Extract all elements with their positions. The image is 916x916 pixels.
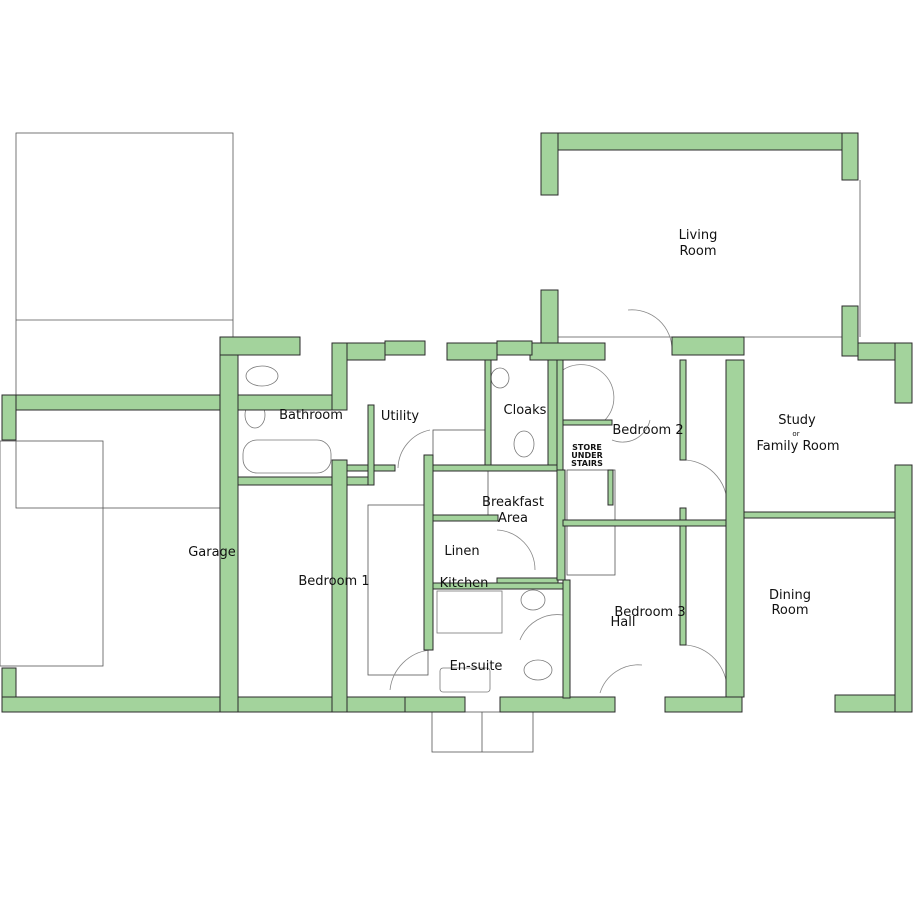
garage-label: Garage bbox=[188, 545, 236, 560]
linen-label: Linen bbox=[444, 544, 479, 559]
dining-label-2: Room bbox=[771, 603, 808, 618]
ensuite-label: En-suite bbox=[450, 659, 503, 674]
store-label-2: UNDER bbox=[571, 451, 602, 460]
study-label-3: Family Room bbox=[757, 439, 840, 454]
hall-label: Hall bbox=[611, 615, 636, 630]
breakfast-label-1: Breakfast bbox=[482, 495, 544, 510]
utility-label: Utility bbox=[381, 409, 420, 424]
bathroom-label: Bathroom bbox=[279, 408, 343, 423]
study-label-1: Study bbox=[778, 413, 816, 428]
breakfast-label-2: Area bbox=[498, 511, 528, 526]
walls bbox=[1, 132, 913, 713]
living-room-label-1: Living bbox=[679, 228, 718, 243]
store-label-1: STORE bbox=[572, 443, 602, 452]
bedroom-2-label: Bedroom 2 bbox=[612, 423, 683, 438]
door-swings bbox=[389, 309, 728, 694]
kitchen-label: Kitchen bbox=[440, 576, 489, 591]
room-labels: Living Room Garage Bathroom Utility Cloa… bbox=[188, 228, 839, 674]
dining-label-1: Dining bbox=[769, 588, 811, 603]
bedroom-3-label: Bedroom 3 bbox=[614, 605, 685, 620]
living-room-label-2: Room bbox=[679, 244, 716, 259]
store-label-3: STAIRS bbox=[571, 459, 603, 468]
bedroom-1-label: Bedroom 1 bbox=[298, 574, 369, 589]
study-label-2: or bbox=[792, 430, 799, 438]
cloaks-label: Cloaks bbox=[504, 403, 547, 418]
